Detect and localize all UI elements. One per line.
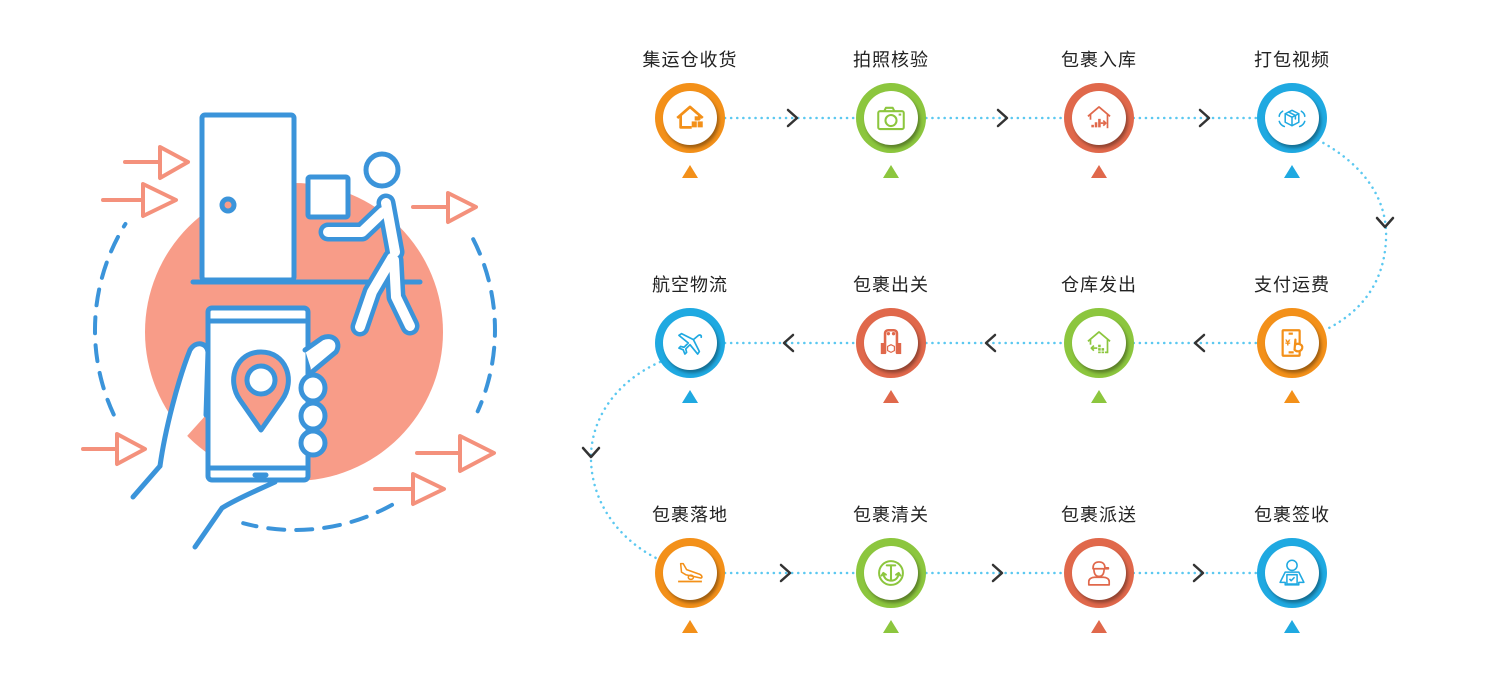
chevron-right-icon (991, 563, 1004, 583)
chevron-right-icon (1198, 108, 1211, 128)
arrow-icon (81, 432, 147, 466)
chevron-left-icon (782, 333, 795, 353)
door-icon (190, 112, 423, 285)
camera-icon (877, 106, 905, 131)
step-label: 航空物流 (652, 275, 728, 296)
step-circle (856, 83, 926, 153)
chevron-down-icon (581, 446, 601, 459)
step-label: 集运仓收货 (642, 50, 738, 71)
mobile-payment-icon: ¥ (1281, 329, 1304, 357)
arrow-icons (81, 145, 496, 506)
arrow-icon (101, 182, 178, 218)
step-circle (1257, 83, 1327, 153)
package-scan-icon (1278, 109, 1306, 128)
arrow-icon (415, 434, 496, 473)
triangle-marker (682, 390, 698, 403)
step-label: 包裹签收 (1254, 505, 1330, 526)
triangle-marker (1284, 620, 1300, 633)
step-label: 拍照核验 (853, 50, 929, 71)
step-circle (655, 308, 725, 378)
chevron-down-icon (1375, 216, 1395, 229)
triangle-marker (1091, 165, 1107, 178)
sign-receipt-icon (1279, 559, 1305, 586)
step-circle (856, 308, 926, 378)
courier-icon (1087, 561, 1111, 586)
person-carrying-box-icon (305, 151, 420, 337)
step-label: 包裹入库 (1061, 50, 1137, 71)
step-circle (655, 538, 725, 608)
warehouse-receive-icon (676, 105, 704, 129)
customs-scanner-icon (880, 328, 902, 355)
step-label: 打包视频 (1254, 50, 1330, 71)
step-label: 支付运费 (1254, 275, 1330, 296)
step-label: 包裹落地 (652, 505, 728, 526)
step-circle (1064, 538, 1134, 608)
chevron-left-icon (984, 333, 997, 353)
arrow-icon (411, 191, 478, 224)
warehouse-in-icon (1087, 106, 1111, 129)
triangle-marker (883, 390, 899, 403)
chevron-left-icon (1193, 333, 1206, 353)
dashed-cycle (93, 222, 497, 532)
chevron-right-icon (996, 108, 1009, 128)
step-label: 包裹清关 (853, 505, 929, 526)
triangle-marker (1091, 390, 1107, 403)
step-circle (1064, 83, 1134, 153)
connector-curve-right (1316, 138, 1388, 332)
anchor-icon (878, 560, 904, 586)
triangle-marker (1284, 390, 1300, 403)
triangle-marker (682, 165, 698, 178)
step-label: 包裹出关 (853, 275, 929, 296)
step-circle: ¥ (1257, 308, 1327, 378)
plane-landing-icon (678, 562, 703, 583)
step-circle (856, 538, 926, 608)
chevron-right-icon (786, 108, 799, 128)
triangle-marker (883, 165, 899, 178)
triangle-marker (883, 620, 899, 633)
connector-curve-left (589, 360, 662, 562)
chevron-right-icon (779, 563, 792, 583)
triangle-marker (1284, 165, 1300, 178)
chevron-right-icon (1192, 563, 1205, 583)
triangle-marker (682, 620, 698, 633)
step-circle (1064, 308, 1134, 378)
location-pin-icon (231, 349, 291, 433)
svg-text:¥: ¥ (1285, 339, 1291, 348)
step-label: 仓库发出 (1061, 275, 1137, 296)
airplane-icon (678, 332, 703, 355)
logistics-illustration (81, 112, 497, 550)
warehouse-out-icon (1087, 331, 1111, 354)
arrow-icon (373, 472, 446, 506)
arrow-icon (123, 145, 190, 180)
step-label: 包裹派送 (1061, 505, 1137, 526)
step-circle (1257, 538, 1327, 608)
step-circle (655, 83, 725, 153)
triangle-marker (1091, 620, 1107, 633)
